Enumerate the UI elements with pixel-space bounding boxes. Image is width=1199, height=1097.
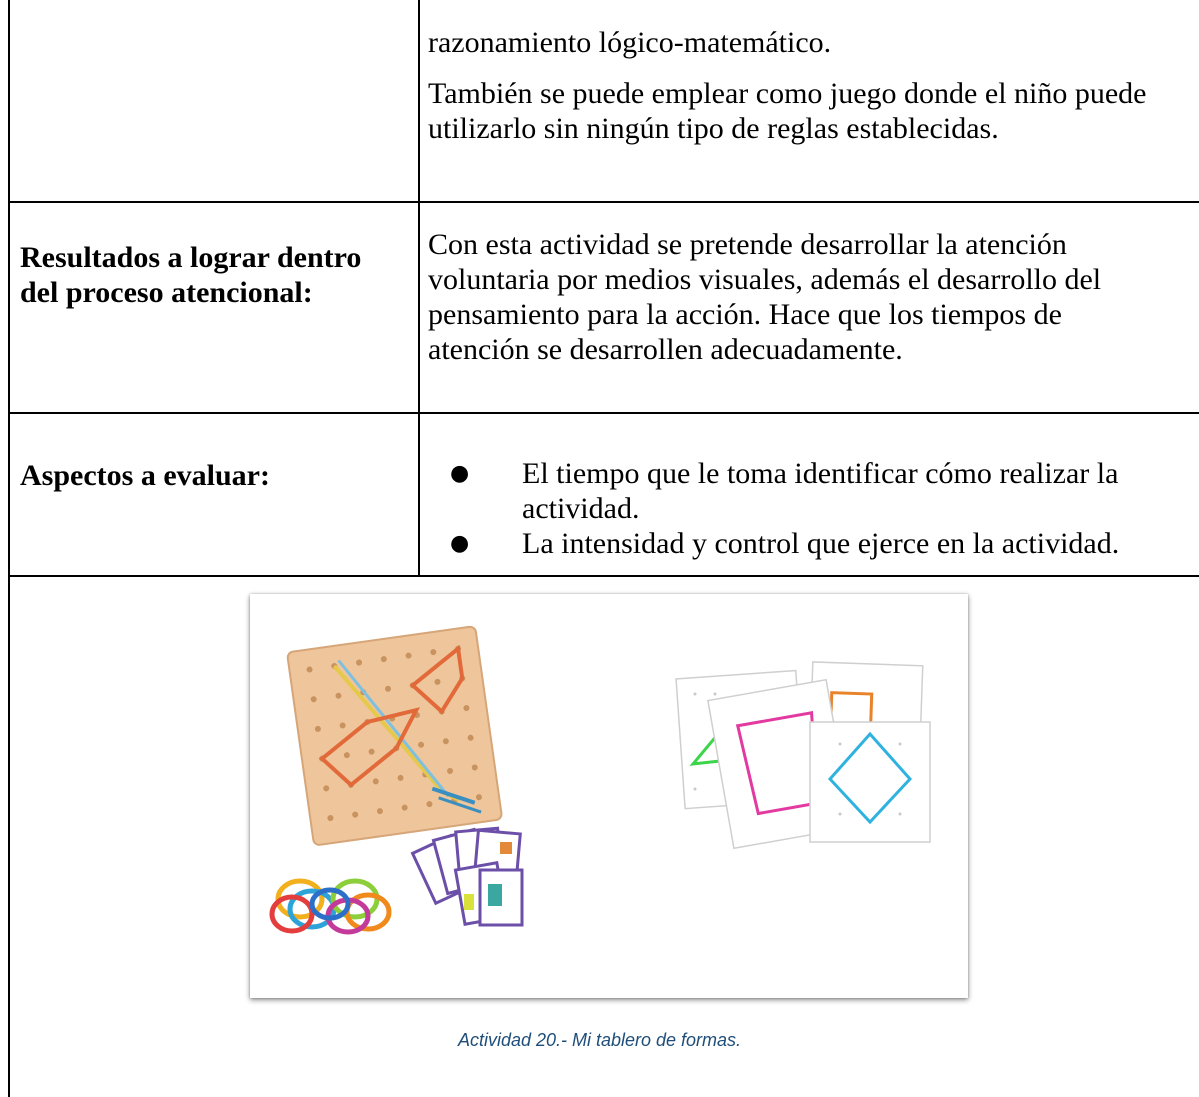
aspects-label: Aspectos a evaluar:: [20, 459, 270, 492]
bullet-icon: ●: [450, 461, 470, 486]
bullet-icon: ●: [450, 531, 470, 556]
pattern-cards: [410, 826, 524, 927]
shape-boards: [675, 661, 931, 850]
row-divider-2: [8, 412, 1199, 414]
row-divider-1: [8, 201, 1199, 203]
aspects-list: ● El tiempo que le toma identificar cómo …: [450, 456, 1195, 561]
row-divider-3: [8, 575, 1199, 577]
list-item: ● La intensidad y control que ejerce en …: [450, 526, 1195, 561]
results-content: Con esta actividad se pretende desarroll…: [428, 228, 1102, 366]
results-label: Resultados a lograr dentro del proceso a…: [20, 241, 362, 309]
description-line-1: razonamiento lógico-matemático.: [428, 26, 832, 59]
wooden-geoboard: [286, 625, 503, 846]
rubber-bands: [269, 878, 392, 935]
description-line-2: También se puede emplear como juego dond…: [428, 77, 1147, 145]
table-left-border: [8, 0, 10, 1097]
table-column-divider: [418, 0, 420, 577]
aspect-text: La intensidad y control que ejerce en la…: [522, 527, 1120, 560]
aspect-text: El tiempo que le toma identificar cómo r…: [522, 457, 1119, 525]
activity-photo: [250, 594, 968, 998]
geoboard-illustration: [269, 625, 931, 935]
figure-caption: Actividad 20.- Mi tablero de formas.: [457, 1030, 742, 1050]
activity-description-continued: razonamiento lógico-matemático. También …: [428, 25, 1198, 146]
list-item: ● El tiempo que le toma identificar cómo …: [450, 456, 1195, 526]
